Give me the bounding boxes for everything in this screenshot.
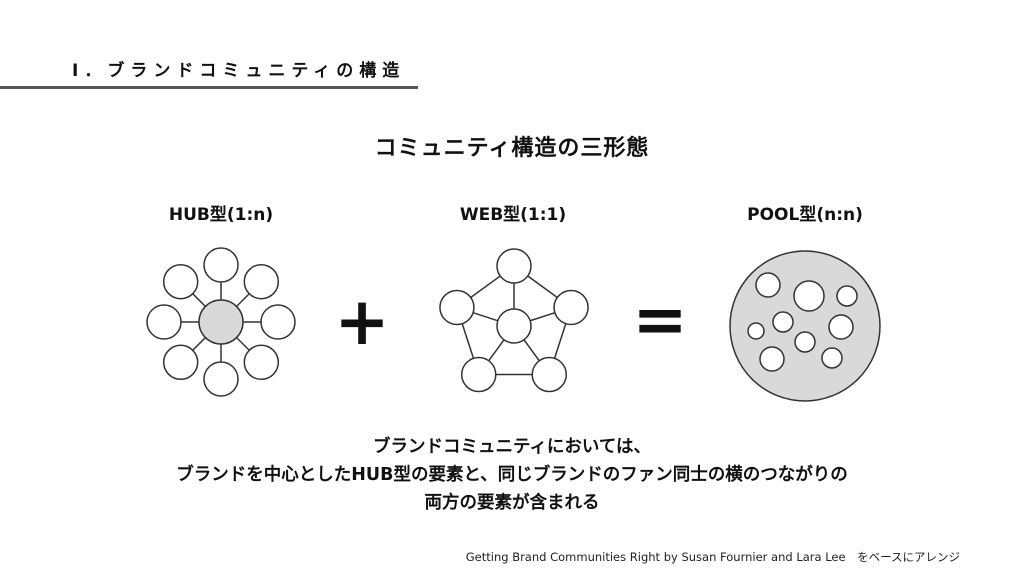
- web-outer-node: [460, 356, 497, 393]
- web-type-label: WEB型(1:1): [459, 205, 567, 225]
- hub-outer-node: [260, 304, 296, 340]
- pool-member-node: [794, 331, 816, 353]
- web-outer-node: [531, 356, 568, 393]
- diagram-title: コミュニティ構造の三形態: [374, 136, 650, 161]
- section-header: Ⅰ．ブランドコミュニティの構造: [0, 52, 418, 89]
- section-header-text: Ⅰ．ブランドコミュニティの構造: [72, 61, 406, 81]
- pool-type-label: POOL型(n:n): [747, 205, 863, 225]
- pool-member-node: [828, 314, 854, 340]
- caption-line-1: ブランドコミュニティにおいては、: [372, 437, 652, 457]
- hub-type-label: HUB型(1:n): [168, 205, 274, 225]
- hub-outer-node: [243, 344, 280, 381]
- source-credit: Getting Brand Communities Right by Susan…: [465, 550, 960, 564]
- web-outer-node: [553, 289, 589, 326]
- web-diagram: [439, 248, 589, 393]
- hub-diagram: [146, 247, 296, 397]
- hub-outer-node: [146, 304, 182, 340]
- web-center-node: [496, 308, 532, 344]
- pool-member-node: [759, 346, 785, 372]
- pool-member-node: [747, 322, 765, 340]
- pool-member-node: [836, 285, 858, 307]
- equals-operator: =: [632, 281, 687, 358]
- pool-member-node: [793, 280, 825, 312]
- caption-line-2: ブランドを中心としたHUB型の要素と、同じブランドのファン同士の横のつながりの: [176, 465, 848, 485]
- hub-center-node: [198, 299, 244, 345]
- web-outer-node: [439, 289, 475, 326]
- hub-outer-node: [162, 344, 199, 381]
- hub-outer-node: [162, 263, 199, 300]
- pool-diagram: [729, 250, 881, 402]
- hub-outer-node: [203, 361, 239, 397]
- pool-member-node: [772, 311, 794, 333]
- pool-member-node: [821, 347, 843, 369]
- hub-outer-node: [203, 247, 239, 283]
- caption: ブランドコミュニティにおいては、 ブランドを中心としたHUB型の要素と、同じブラ…: [0, 433, 1024, 517]
- hub-outer-node: [243, 263, 280, 300]
- caption-line-3: 両方の要素が含まれる: [424, 493, 600, 513]
- plus-operator: +: [334, 283, 389, 360]
- pool-member-node: [755, 272, 781, 298]
- web-outer-node: [496, 248, 532, 284]
